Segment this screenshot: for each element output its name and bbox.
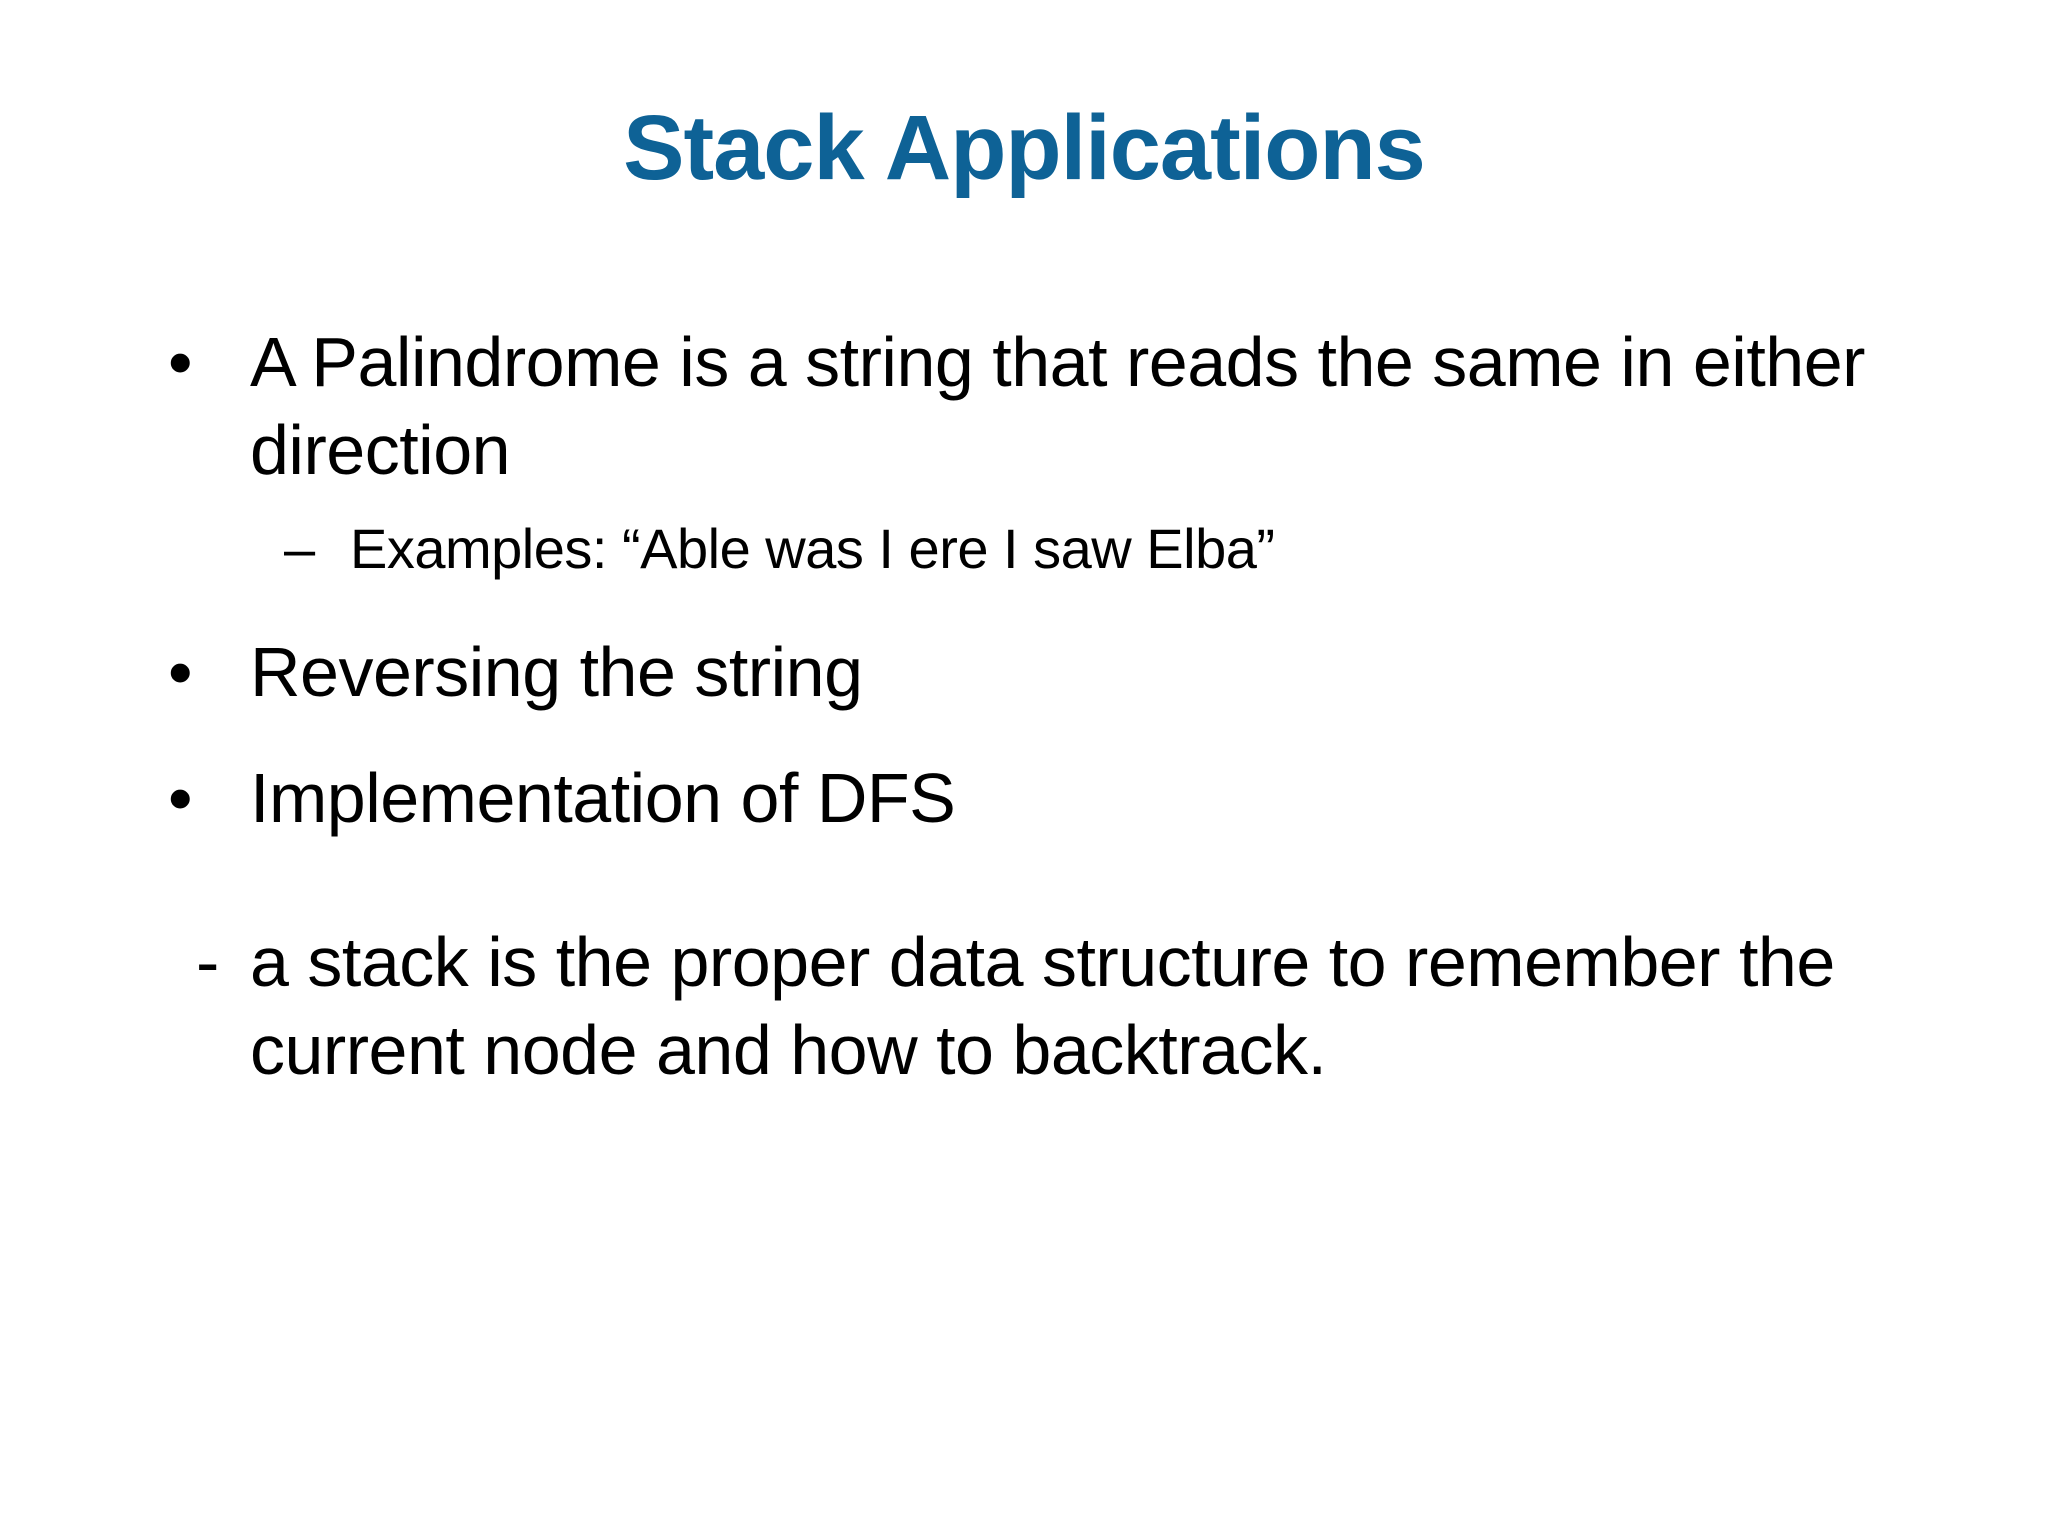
note-text: a stack is the proper data structure to … (250, 923, 1835, 1089)
bullet-text: Implementation of DFS (250, 759, 956, 837)
sub-bullet-text: Examples: “Able was I ere I saw Elba” (350, 517, 1275, 580)
round-bullet-icon: • (168, 323, 193, 401)
slide-body: • A Palindrome is a string that reads th… (0, 318, 2048, 1094)
spacer (0, 606, 2048, 628)
bullet-text: A Palindrome is a string that reads the … (250, 323, 1865, 489)
bullet-item-dfs: • Implementation of DFS (0, 754, 2048, 842)
round-bullet-icon: • (168, 633, 193, 711)
en-dash-bullet-icon: – (284, 517, 315, 580)
round-bullet-icon: • (168, 759, 193, 837)
spacer (0, 858, 2048, 892)
hyphen-bullet-icon: - (196, 923, 219, 1001)
note-item-stack-backtrack: - a stack is the proper data structure t… (0, 918, 2048, 1094)
bullet-text: Reversing the string (250, 633, 863, 711)
slide-title: Stack Applications (623, 97, 1426, 199)
spacer (0, 732, 2048, 754)
bullet-item-palindrome: • A Palindrome is a string that reads th… (0, 318, 2048, 494)
sub-bullet-item-examples: – Examples: “Able was I ere I saw Elba” (0, 510, 2048, 588)
bullet-item-reversing: • Reversing the string (0, 628, 2048, 716)
